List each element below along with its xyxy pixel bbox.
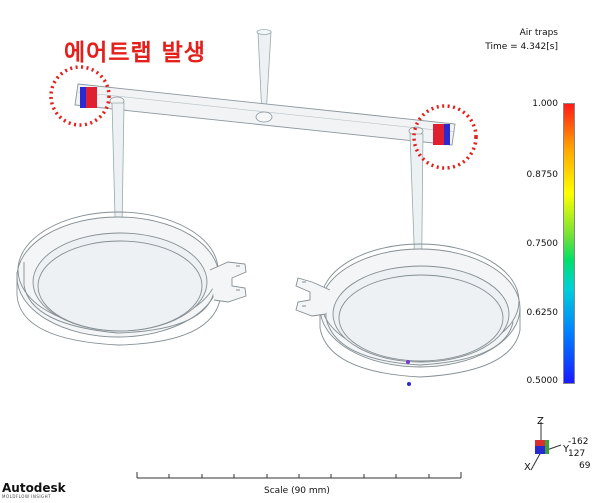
air-trap-left (80, 87, 97, 108)
highlight-circle-right (412, 104, 478, 170)
triad-value: 127 (568, 449, 586, 459)
highlight-circle-left (49, 65, 111, 127)
autodesk-logo: Autodesk (2, 481, 66, 495)
legend-tick-min: 0.5000 (526, 376, 559, 386)
legend-tick: 0.6250 (526, 308, 559, 318)
air-trap-annotation: 에어트랩 발생 (64, 40, 206, 66)
legend-tick: 0.8750 (526, 170, 559, 180)
sprue-top (256, 29, 272, 35)
triad-value: -162 (568, 437, 589, 447)
result-time: Time = 4.342[s] (485, 42, 558, 52)
legend-tick: 0.7500 (526, 239, 559, 249)
scale-bar (136, 472, 462, 479)
triad-z-label: Z (537, 416, 544, 427)
color-legend-bar (563, 103, 575, 384)
autodesk-tagline: MOLDFLOW INSIGHT (2, 494, 52, 499)
runner-joint (255, 111, 273, 123)
air-trap-right (433, 124, 450, 145)
orientation-triad (530, 422, 562, 471)
triad-y-label: Y (563, 444, 570, 455)
scale-label: Scale (90 mm) (264, 486, 330, 496)
result-title: Air traps (519, 28, 558, 38)
right-part (295, 243, 521, 378)
triad-value: 69 (579, 461, 591, 471)
left-part (16, 211, 247, 346)
triad-x-label: X (524, 462, 531, 473)
legend-tick-max: 1.000 (532, 99, 558, 109)
